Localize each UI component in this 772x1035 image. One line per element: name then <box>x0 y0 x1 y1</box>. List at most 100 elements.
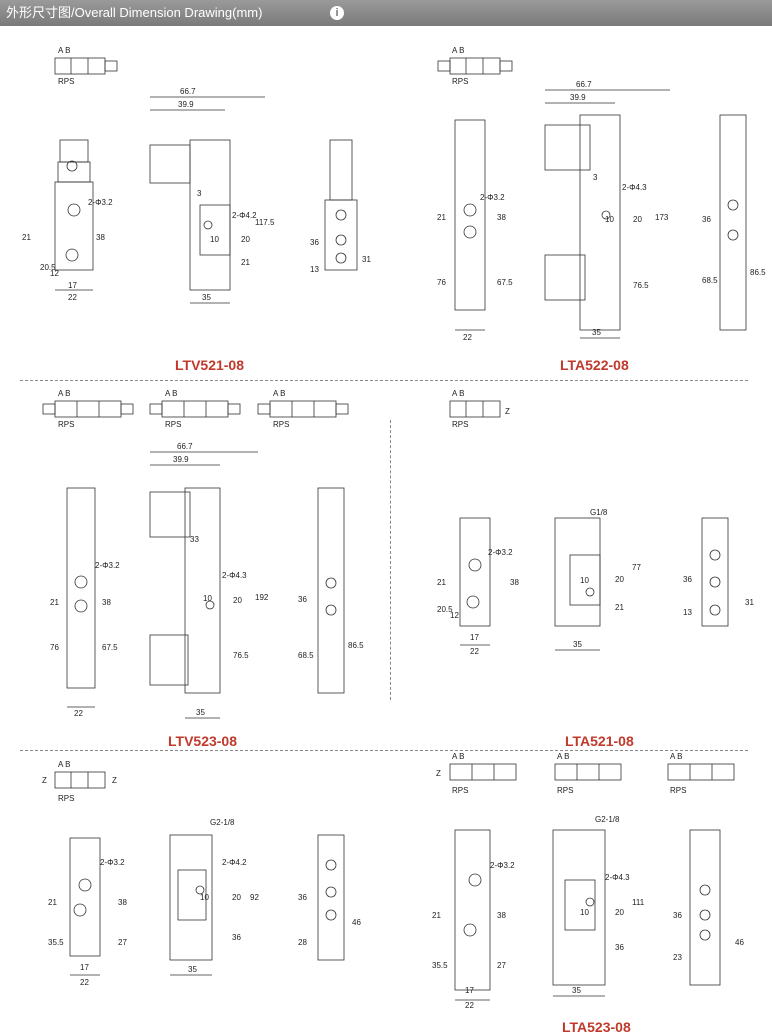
svg-text:A B: A B <box>273 389 285 398</box>
svg-text:RPS: RPS <box>58 77 74 86</box>
svg-text:12: 12 <box>450 611 459 620</box>
svg-text:35: 35 <box>573 640 582 649</box>
svg-text:38: 38 <box>102 598 111 607</box>
valve-symbol: A B RPS <box>437 46 513 86</box>
svg-text:2-Φ4.3: 2-Φ4.3 <box>222 571 247 580</box>
svg-text:46: 46 <box>735 938 744 947</box>
svg-text:35.5: 35.5 <box>432 961 448 970</box>
svg-text:117.5: 117.5 <box>255 218 275 227</box>
svg-text:2-Φ3.2: 2-Φ3.2 <box>100 858 125 867</box>
svg-text:36: 36 <box>702 215 711 224</box>
svg-text:A B: A B <box>452 46 464 55</box>
info-icon[interactable]: i <box>330 6 344 20</box>
svg-text:21: 21 <box>48 898 57 907</box>
svg-text:RPS: RPS <box>58 794 74 803</box>
svg-text:35: 35 <box>572 986 581 995</box>
svg-text:76: 76 <box>437 278 446 287</box>
svg-text:A B: A B <box>557 752 569 761</box>
svg-text:22: 22 <box>470 647 479 656</box>
svg-text:Z: Z <box>112 776 117 785</box>
svg-text:38: 38 <box>510 578 519 587</box>
svg-text:21: 21 <box>50 598 59 607</box>
svg-text:76.5: 76.5 <box>633 281 649 290</box>
svg-text:RPS: RPS <box>557 786 573 795</box>
svg-text:20: 20 <box>241 235 250 244</box>
svg-text:G2-1/8: G2-1/8 <box>595 815 620 824</box>
svg-text:35.5: 35.5 <box>48 938 64 947</box>
svg-text:36: 36 <box>298 595 307 604</box>
svg-text:22: 22 <box>68 293 77 302</box>
section-divider <box>390 420 391 700</box>
svg-text:10: 10 <box>210 235 219 244</box>
svg-text:33: 33 <box>190 535 199 544</box>
model-label-lta523-08: LTA523-08 <box>562 1019 631 1035</box>
svg-text:2-Φ3.2: 2-Φ3.2 <box>88 198 113 207</box>
svg-text:76: 76 <box>50 643 59 652</box>
svg-text:21: 21 <box>241 258 250 267</box>
svg-text:10: 10 <box>580 908 589 917</box>
svg-text:36: 36 <box>683 575 692 584</box>
svg-text:68.5: 68.5 <box>298 651 314 660</box>
svg-text:10: 10 <box>580 576 589 585</box>
svg-text:35: 35 <box>592 328 601 337</box>
svg-text:17: 17 <box>465 986 474 995</box>
svg-text:36: 36 <box>298 893 307 902</box>
svg-text:22: 22 <box>80 978 89 987</box>
svg-text:10: 10 <box>605 215 614 224</box>
svg-text:35: 35 <box>202 293 211 302</box>
svg-text:A B: A B <box>452 389 464 398</box>
svg-text:2-Φ3.2: 2-Φ3.2 <box>490 861 515 870</box>
svg-text:27: 27 <box>497 961 506 970</box>
svg-text:22: 22 <box>465 1001 474 1010</box>
svg-text:173: 173 <box>655 213 669 222</box>
svg-text:RPS: RPS <box>273 420 289 429</box>
svg-text:39.9: 39.9 <box>173 455 189 464</box>
svg-text:2-Φ4.2: 2-Φ4.2 <box>222 858 247 867</box>
svg-text:38: 38 <box>497 213 506 222</box>
svg-text:21: 21 <box>437 578 446 587</box>
svg-text:35: 35 <box>188 965 197 974</box>
svg-text:20: 20 <box>232 893 241 902</box>
svg-text:31: 31 <box>745 598 754 607</box>
valve-symbol: A B RPS <box>257 389 349 429</box>
model-label-ltv521-08: LTV521-08 <box>175 357 244 373</box>
svg-text:Z: Z <box>505 407 510 416</box>
svg-text:A B: A B <box>452 752 464 761</box>
svg-text:13: 13 <box>683 608 692 617</box>
svg-text:21: 21 <box>615 603 624 612</box>
svg-text:G1/8: G1/8 <box>590 508 608 517</box>
svg-text:20: 20 <box>633 215 642 224</box>
svg-text:86.5: 86.5 <box>750 268 766 277</box>
svg-text:2-Φ3.2: 2-Φ3.2 <box>480 193 505 202</box>
svg-text:21: 21 <box>22 233 31 242</box>
svg-text:23: 23 <box>673 953 682 962</box>
svg-text:20: 20 <box>233 596 242 605</box>
svg-text:17: 17 <box>68 281 77 290</box>
svg-text:67.5: 67.5 <box>497 278 513 287</box>
svg-text:17: 17 <box>470 633 479 642</box>
svg-text:67.5: 67.5 <box>102 643 118 652</box>
svg-text:Z: Z <box>42 776 47 785</box>
page-title: 外形尺寸图/Overall Dimension Drawing(mm) <box>6 5 263 20</box>
svg-text:20.5: 20.5 <box>437 605 453 614</box>
svg-text:RPS: RPS <box>452 77 468 86</box>
svg-text:A B: A B <box>165 389 177 398</box>
svg-text:3: 3 <box>197 189 202 198</box>
svg-text:RPS: RPS <box>452 786 468 795</box>
svg-text:27: 27 <box>118 938 127 947</box>
svg-text:2-Φ3.2: 2-Φ3.2 <box>95 561 120 570</box>
svg-text:A B: A B <box>670 752 682 761</box>
svg-text:22: 22 <box>463 333 472 342</box>
page-header: 外形尺寸图/Overall Dimension Drawing(mm) i <box>0 0 772 26</box>
svg-text:13: 13 <box>310 265 319 274</box>
svg-text:G2-1/8: G2-1/8 <box>210 818 235 827</box>
